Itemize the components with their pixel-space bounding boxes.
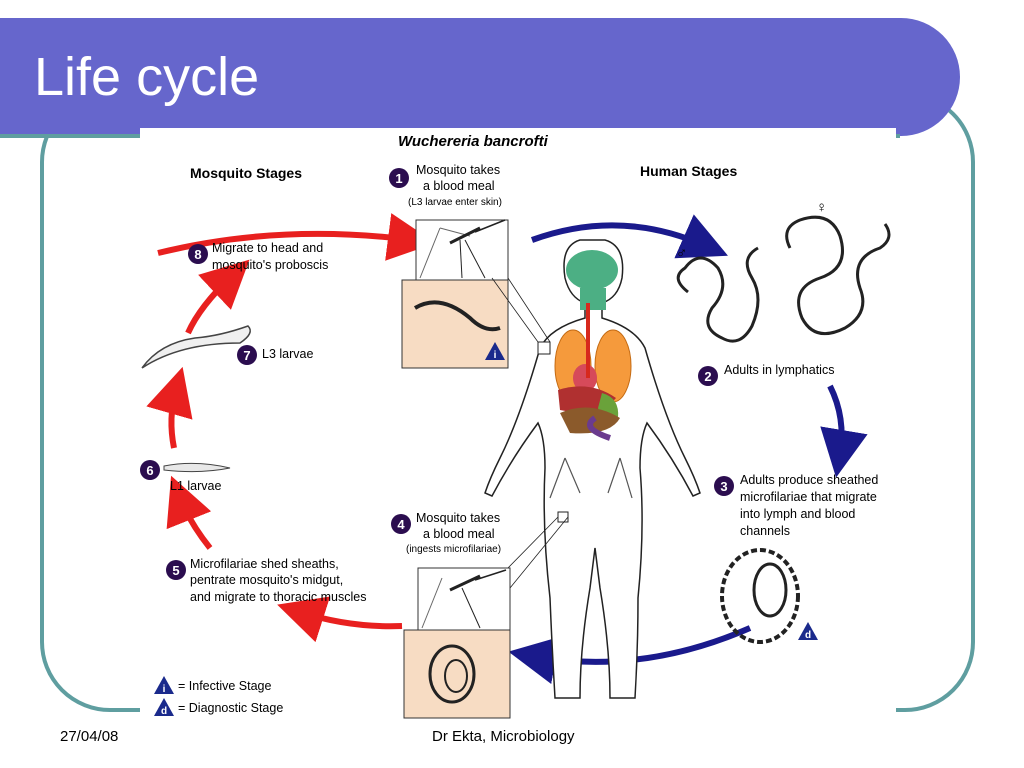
- step-5-line1: Microfilariae shed sheaths,: [190, 557, 339, 571]
- step-3-badge: 3: [720, 479, 727, 494]
- step-8-line2: mosquito's proboscis: [212, 258, 328, 272]
- footer-date: 27/04/08: [60, 728, 119, 745]
- step-6-badge: 6: [146, 463, 153, 478]
- legend-diagnostic-symbol: d: [161, 706, 167, 717]
- step-5-line3: and migrate to thoracic muscles: [190, 590, 366, 604]
- step-1-line2: a blood meal: [423, 179, 495, 193]
- slide-title: Life cycle: [34, 47, 260, 107]
- legend-infective-icon: [154, 676, 174, 694]
- mosquito-bite-panel-top: [415, 219, 509, 281]
- arrow-8-to-1: [157, 213, 436, 261]
- life-cycle-diagram: Wuchereria bancrofti Mosquito Stages Hum…: [140, 128, 896, 720]
- step-2-label: Adults in lymphatics: [724, 363, 834, 377]
- step-1-note: (L3 larvae enter skin): [408, 197, 502, 208]
- step-1-badge: 1: [395, 171, 402, 186]
- footer-author: Dr Ekta, Microbiology: [432, 728, 575, 745]
- step-3: 3 Adults produce sheathed microfilariae …: [714, 473, 878, 644]
- step-1-line1: Mosquito takes: [416, 163, 500, 177]
- step-4-badge: 4: [397, 517, 405, 532]
- step-5-badge: 5: [172, 563, 179, 578]
- step-8-badge: 8: [194, 247, 201, 262]
- human-body: [484, 239, 701, 699]
- step-5: 5 Microfilariae shed sheaths, pentrate m…: [166, 557, 366, 604]
- female-symbol: ♀: [816, 199, 827, 216]
- diagnostic-marker-icon: [798, 622, 818, 640]
- arrow-6-to-7: [146, 366, 193, 449]
- step-4: 4 Mosquito takes a blood meal (ingests m…: [391, 511, 501, 555]
- legend-infective-symbol: i: [163, 684, 166, 695]
- microfilaria-panel: [403, 629, 511, 719]
- step-4-line1: Mosquito takes: [416, 511, 500, 525]
- life-cycle-svg: Wuchereria bancrofti Mosquito Stages Hum…: [140, 133, 891, 719]
- human-stages-label: Human Stages: [640, 163, 737, 179]
- step-3-line3: into lymph and blood: [740, 507, 855, 521]
- microfilaria-illustration: [720, 548, 800, 644]
- legend-diagnostic-label: = Diagnostic Stage: [178, 701, 283, 715]
- legend: i = Infective Stage d = Diagnostic Stage: [154, 676, 283, 717]
- step-7-badge: 7: [243, 348, 250, 363]
- diagnostic-marker-label: d: [805, 630, 811, 641]
- legend-infective-label: = Infective Stage: [178, 679, 272, 693]
- step-3-line4: channels: [740, 524, 790, 538]
- step-7-label: L3 larvae: [262, 347, 313, 361]
- step-2: ♂ ♀ 2 Adults in lymphatics: [676, 199, 891, 386]
- step-3-line2: microfilariae that migrate: [740, 490, 877, 504]
- step-4-line2: a blood meal: [423, 527, 495, 541]
- female-worm-illustration: [785, 215, 891, 336]
- mosquito-bite-panel-bottom: [417, 567, 511, 631]
- arrow-1-to-2: [530, 214, 728, 259]
- infective-marker-icon: [485, 342, 505, 360]
- l3-larva-illustration: [141, 325, 251, 369]
- infective-marker-label: i: [494, 350, 497, 361]
- step-5-line2: pentrate mosquito's midgut,: [190, 573, 343, 587]
- arrow-7-to-8: [185, 259, 250, 335]
- step-1: 1 Mosquito takes a blood meal (L3 larvae…: [389, 163, 502, 208]
- step-6: 6 L1 larvae: [140, 460, 231, 493]
- title-bar: [0, 18, 960, 136]
- step-8-line1: Migrate to head and: [212, 241, 323, 255]
- male-symbol: ♂: [676, 245, 687, 262]
- step-4-note: (ingests microfilariae): [406, 544, 501, 555]
- l1-larva-illustration: [163, 462, 231, 473]
- step-7: 7 L3 larvae: [141, 325, 313, 369]
- species-title: Wuchereria bancrofti: [398, 133, 549, 150]
- arrow-2-to-3: [820, 384, 868, 478]
- mosquito-stages-label: Mosquito Stages: [190, 165, 302, 181]
- step-6-label: L1 larvae: [170, 479, 221, 493]
- step-3-line1: Adults produce sheathed: [740, 473, 878, 487]
- arrow-4-to-5: [277, 596, 403, 643]
- legend-diagnostic-icon: [154, 698, 174, 716]
- l3-larva-panel: i: [401, 279, 509, 369]
- male-worm-illustration: [676, 246, 760, 343]
- arrow-5-to-6: [166, 475, 213, 550]
- step-8: 8 Migrate to head and mosquito's probosc…: [188, 241, 328, 272]
- step-2-badge: 2: [704, 369, 711, 384]
